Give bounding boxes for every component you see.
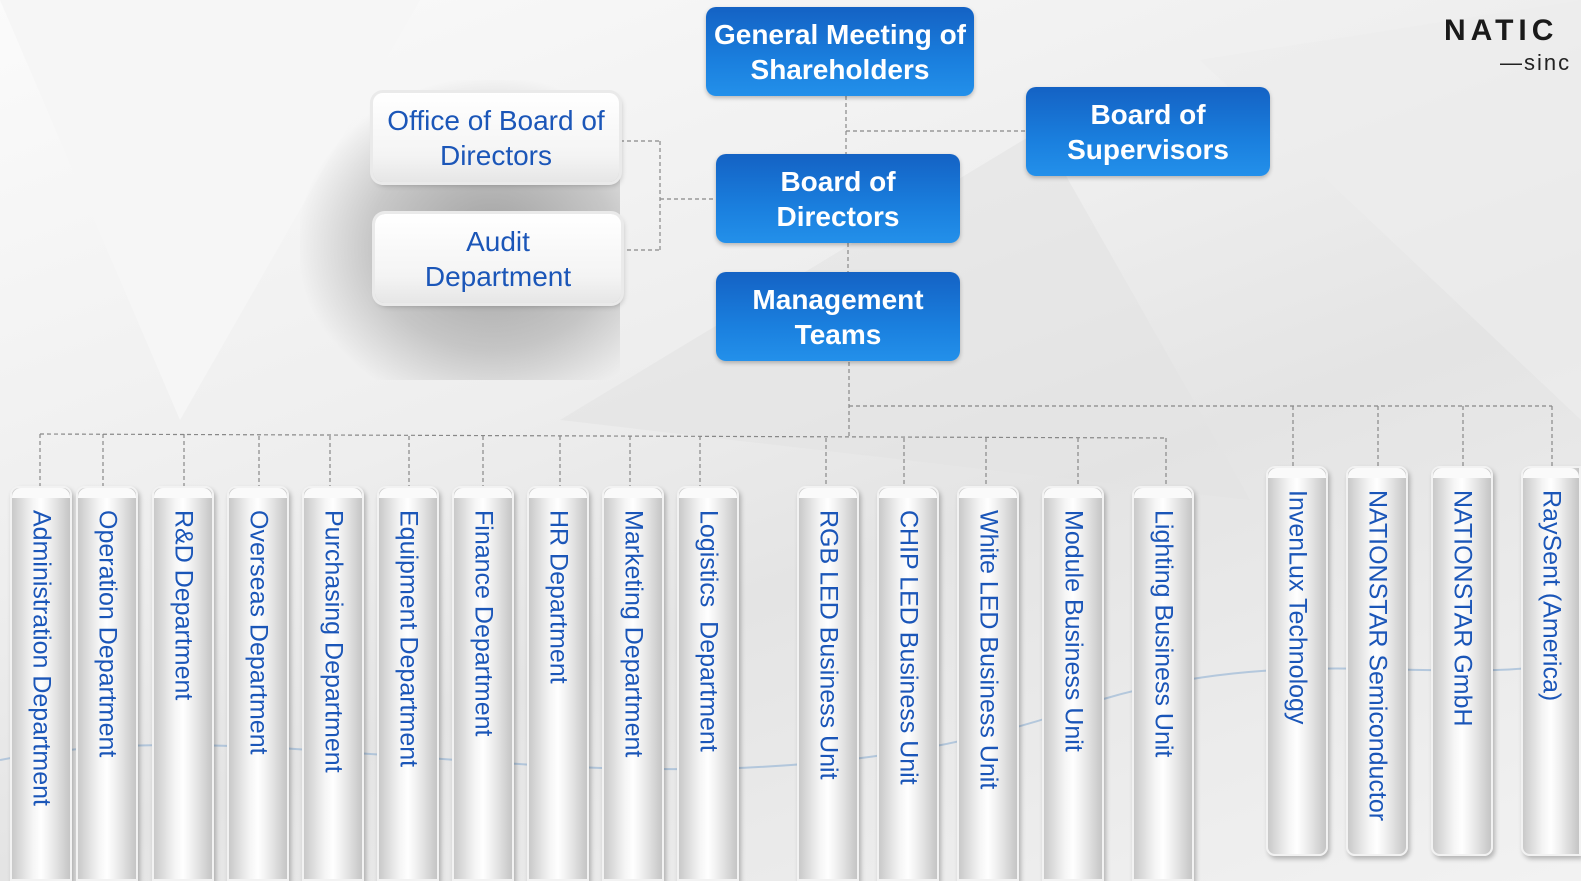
board-of-directors-node[interactable]: Board of Directors [716, 154, 960, 243]
department-column[interactable]: Administration Department [10, 486, 72, 881]
business-unit-column[interactable]: Lighting Business Unit [1132, 486, 1194, 881]
department-label: R&D Department [169, 510, 198, 701]
department-column[interactable]: Overseas Department [227, 486, 289, 881]
subsidiary-label: InvenLux Technology [1283, 490, 1312, 725]
business-unit-label: Lighting Business Unit [1149, 510, 1178, 758]
business-unit-label: RGB LED Business Unit [814, 510, 843, 780]
general-meeting-node[interactable]: General Meeting of Shareholders [706, 7, 974, 96]
business-unit-column[interactable]: CHIP LED Business Unit [877, 486, 939, 881]
business-unit-label: White LED Business Unit [974, 510, 1003, 790]
department-label: Operation Department [93, 510, 122, 758]
department-label: Finance Department [469, 510, 498, 737]
department-column[interactable]: Logistics Department [677, 486, 739, 881]
audit-department-label: Audit Department [424, 225, 572, 292]
company-logo-tagline: —sinc [1500, 50, 1572, 75]
business-unit-column[interactable]: RGB LED Business Unit [797, 486, 859, 881]
department-column[interactable]: Equipment Department [377, 486, 439, 881]
subsidiary-label: NATIONSTAR GmbH [1448, 490, 1477, 727]
department-column[interactable]: Marketing Department [602, 486, 664, 881]
department-label: Administration Department [27, 510, 56, 806]
business-unit-label: CHIP LED Business Unit [894, 510, 923, 785]
department-label: Marketing Department [619, 510, 648, 758]
management-teams-node[interactable]: Management Teams [716, 272, 960, 361]
department-column[interactable]: R&D Department [152, 486, 214, 881]
department-column[interactable]: Purchasing Department [302, 486, 364, 881]
audit-department-node[interactable]: Audit Department [375, 214, 621, 303]
subsidiary-column[interactable]: NATIONSTAR GmbH [1431, 466, 1493, 856]
department-column[interactable]: Operation Department [76, 486, 138, 881]
department-label: Purchasing Department [319, 510, 348, 773]
office-of-board-node[interactable]: Office of Board of Directors [373, 93, 619, 182]
business-unit-column[interactable]: Module Business Unit [1042, 486, 1104, 881]
board-of-directors-label: Board of Directors [776, 165, 900, 232]
board-of-supervisors-label: Board of Supervisors [1067, 98, 1229, 165]
subsidiary-column[interactable]: NATIONSTAR Semiconductor [1346, 466, 1408, 856]
subsidiary-column[interactable]: InvenLux Technology [1266, 466, 1328, 856]
business-unit-label: Module Business Unit [1059, 510, 1088, 752]
department-column[interactable]: HR Department [527, 486, 589, 881]
board-of-supervisors-node[interactable]: Board of Supervisors [1026, 87, 1270, 176]
subsidiary-label: NATIONSTAR Semiconductor [1363, 490, 1392, 822]
office-of-board-label: Office of Board of Directors [387, 104, 605, 171]
department-label: Overseas Department [244, 510, 273, 755]
department-label: Logistics Department [694, 510, 723, 752]
subsidiary-column[interactable]: RaySent (America) [1521, 466, 1581, 856]
subsidiary-label: RaySent (America) [1537, 490, 1566, 702]
business-unit-column[interactable]: White LED Business Unit [957, 486, 1019, 881]
management-teams-label: Management Teams [752, 283, 924, 350]
department-label: HR Department [544, 510, 573, 684]
department-column[interactable]: Finance Department [452, 486, 514, 881]
general-meeting-label: General Meeting of Shareholders [713, 18, 967, 85]
company-logo: NATIC [1444, 14, 1559, 47]
department-label: Equipment Department [394, 510, 423, 768]
